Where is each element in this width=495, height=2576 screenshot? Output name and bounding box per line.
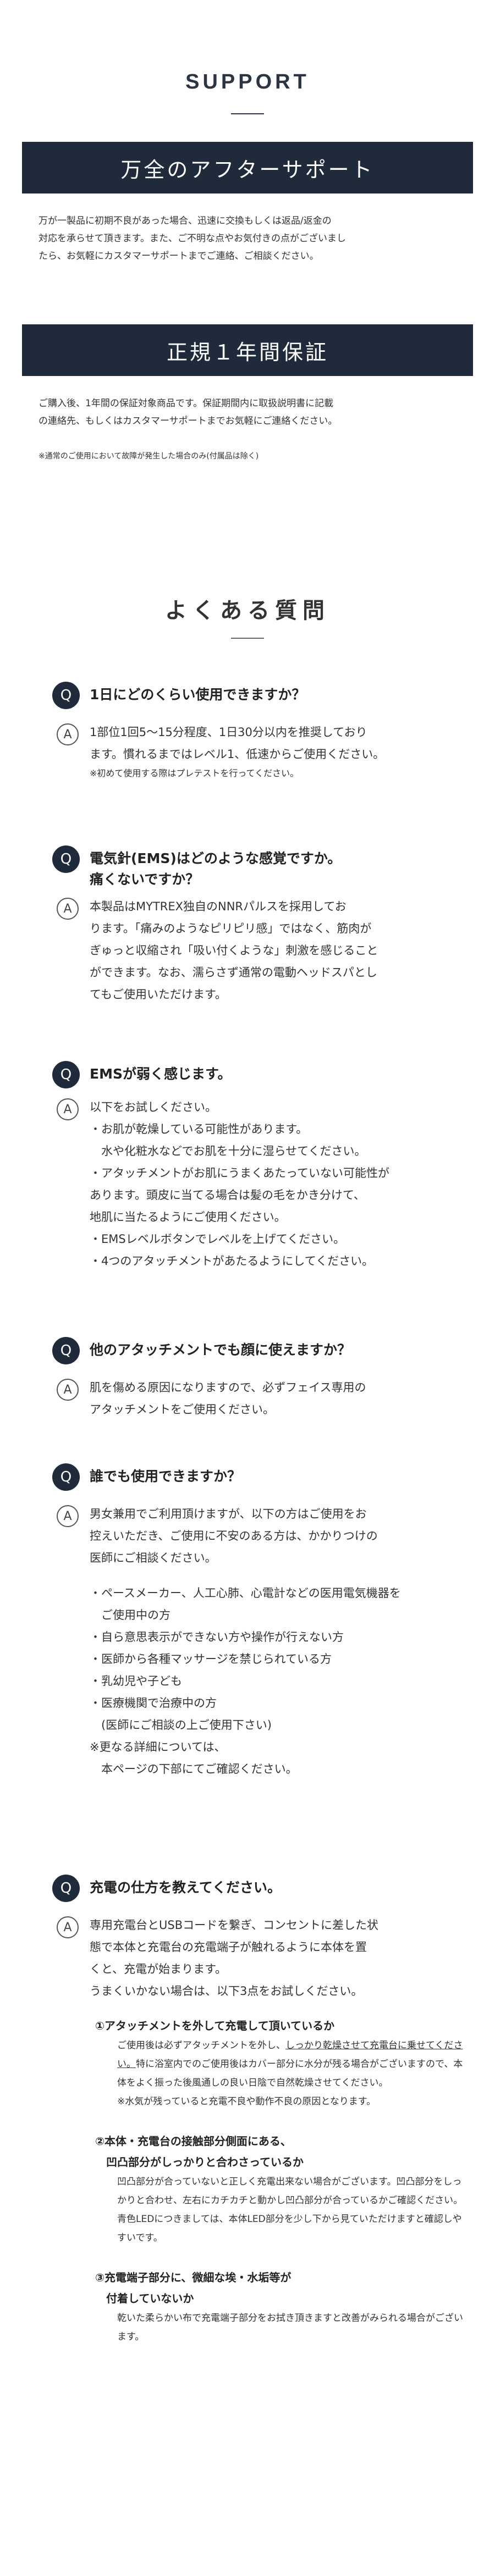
answer-mark-icon: A	[57, 1916, 79, 1938]
answer-text: 専用充電台とUSBコードを繋ぎ、コンセントに差した状	[90, 1919, 379, 1932]
question-text: 他のアタッチメントでも顔に使えますか？	[90, 1342, 351, 1358]
support-title-underline	[231, 113, 264, 114]
answer-list-item: ご使用中の方	[90, 1608, 170, 1622]
answer-list-item: (医師にご相談の上ご使用下さい)	[90, 1718, 272, 1732]
question-text: 1日にどのくらい使用できますか？	[90, 687, 306, 703]
faq-answer: A 本製品はMYTREX独自のNNRパルスを採用してお ります。「痛みのようなピ…	[52, 895, 470, 1005]
tip-body: 凹凸部分が合っていないと正しく充電出来ない場合がございます。凹凸部分をしっかりと…	[117, 2176, 463, 2243]
after-support-heading: 万全のアフターサポート	[120, 157, 375, 182]
faq-title: よくある質問	[165, 598, 330, 623]
tip-body: 乾いた柔らかい布で充電端子部分をお拭き頂きますと改善がみられる場合がございます。	[117, 2313, 463, 2342]
warranty-line: ご購入後、1年間の保証対象商品です。保証期間内に取扱説明書に記載	[38, 398, 334, 409]
question-mark-icon: Q	[52, 1337, 80, 1364]
answer-list-item: ・医療機関で治療中の方	[90, 1696, 217, 1710]
warranty-banner: 正規１年間保証	[22, 324, 473, 376]
faq-answer: A 以下をお試しください。 ・お肌が乾燥している可能性があります。 水や化粧水な…	[52, 1096, 470, 1272]
answer-mark-icon: A	[57, 723, 79, 745]
tip-body: ご使用後は必ずアタッチメントを外し、しっかり乾燥させて充電台に乗せてください。特…	[90, 2036, 470, 2111]
question-text: EMSが弱く感じます。	[90, 1066, 232, 1082]
answer-list-item: 本ページの下部にてご確認ください。	[90, 1762, 298, 1776]
faq-item: Q 充電の仕方を教えてください。 A 専用充電台とUSBコードを繋ぎ、コンセント…	[52, 1875, 470, 2346]
answer-text: 地肌に当たるようにご使用ください。	[90, 1210, 286, 1224]
tip-heading: ③充電端子部分に、微細な埃・水垢等が 付着していないか	[95, 2271, 292, 2305]
faq-question[interactable]: Q EMSが弱く感じます。	[52, 1061, 470, 1088]
answer-text: 1部位1回5～15分程度、1日30分以内を推奨しており	[90, 726, 367, 739]
answer-text: 以下をお試しください。	[90, 1101, 217, 1114]
question-mark-icon: Q	[52, 1463, 80, 1491]
warranty-text: ご購入後、1年間の保証対象商品です。保証期間内に取扱説明書に記載 の連絡先、もし…	[38, 395, 468, 430]
warranty-heading: 正規１年間保証	[166, 340, 328, 364]
answer-mark-icon: A	[57, 1379, 79, 1401]
answer-list-item: ・乳幼児や子ども	[90, 1674, 182, 1688]
after-support-banner: 万全のアフターサポート	[22, 142, 473, 194]
answer-text: ・お肌が乾燥している可能性があります。	[90, 1123, 308, 1136]
question-mark-icon: Q	[52, 845, 80, 873]
warranty-line: の連絡先、もしくはカスタマーサポートまでお気軽にご連絡ください。	[38, 416, 338, 427]
question-mark-icon: Q	[52, 682, 80, 709]
answer-list-item: ・ペースメーカー、人工心肺、心電計などの医用電気機器を	[90, 1586, 401, 1600]
faq-title-underline	[231, 638, 264, 639]
faq-question[interactable]: Q 電気針(EMS)はどのような感覚ですか。 痛くないですか？	[52, 845, 470, 890]
question-mark-icon: Q	[52, 1061, 80, 1088]
answer-text: ます。慣れるまではレベル1、低速からご使用ください。	[90, 748, 385, 761]
answer-text: うまくいかない場合は、以下3点をお試しください。	[90, 1984, 363, 1998]
answer-text: ぎゅっと収縮され「吸い付くような」刺激を感じること	[90, 944, 378, 957]
faq-item: Q EMSが弱く感じます。 A 以下をお試しください。 ・お肌が乾燥している可能…	[52, 1061, 470, 1272]
answer-text: 水や化粧水などでお肌を十分に湿らせてください。	[90, 1145, 366, 1158]
answer-text: 肌を傷める原因になりますので、必ずフェイス専用の	[90, 1381, 366, 1394]
answer-text: 医師にご相談ください。	[90, 1551, 217, 1565]
after-support-line: たら、お気軽にカスタマーサポートまでご連絡、ご相談ください。	[38, 251, 319, 262]
answer-list-item: ・自ら意思表示ができない方や操作が行えない方	[90, 1630, 344, 1644]
faq-question[interactable]: Q 1日にどのくらい使用できますか？	[52, 682, 470, 709]
question-text: 誰でも使用できますか？	[90, 1468, 241, 1484]
faq-item: Q 電気針(EMS)はどのような感覚ですか。 痛くないですか？ A 本製品はMY…	[52, 845, 470, 1005]
answer-mark-icon: A	[57, 1098, 79, 1120]
after-support-text: 万が一製品に初期不良があった場合、迅速に交換もしくは返品/返金の 対応を承らせて…	[38, 212, 468, 265]
after-support-line: 万が一製品に初期不良があった場合、迅速に交換もしくは返品/返金の	[38, 215, 332, 226]
answer-mark-icon: A	[57, 1505, 79, 1527]
answer-text: アタッチメントをご使用ください。	[90, 1403, 274, 1416]
answer-text: てもご使用いただけます。	[90, 988, 227, 1001]
answer-list-item: ※更なる詳細については、	[90, 1740, 226, 1754]
faq-item: Q 他のアタッチメントでも顔に使えますか？ A 肌を傷める原因になりますので、必…	[52, 1337, 470, 1420]
faq-answer: A 専用充電台とUSBコードを繋ぎ、コンセントに差した状 態で本体と充電台の充電…	[52, 1914, 470, 2346]
faq-item: Q 1日にどのくらい使用できますか？ A 1部位1回5～15分程度、1日30分以…	[52, 682, 470, 782]
faq-question[interactable]: Q 他のアタッチメントでも顔に使えますか？	[52, 1337, 470, 1364]
answer-text: 控えいただき、ご使用に不安のある方は、かかりつけの	[90, 1529, 378, 1543]
question-mark-icon: Q	[52, 1875, 80, 1902]
answer-text: ・アタッチメントがお肌にうまくあたっていない可能性が	[90, 1167, 389, 1180]
faq-answer: A 男女兼用でご利用頂けますが、以下の方はご使用をお 控えいただき、ご使用に不安…	[52, 1503, 470, 1780]
tip-heading: ②本体・充電台の接触部分側面にある、 凹凸部分がしっかりと合わさっているか	[95, 2135, 304, 2169]
question-text: 痛くないですか？	[90, 871, 200, 887]
faq-answer: A 肌を傷める原因になりますので、必ずフェイス専用の アタッチメントをご使用くだ…	[52, 1377, 470, 1420]
answer-text: ができます。なお、濡らさず通常の電動ヘッドスパとし	[90, 966, 377, 979]
support-title: SUPPORT	[185, 70, 310, 93]
faq-question[interactable]: Q 充電の仕方を教えてください。	[52, 1875, 470, 1902]
answer-text: 本製品はMYTREX独自のNNRパルスを採用してお	[90, 900, 346, 913]
answer-text: 態で本体と充電台の充電端子が触れるように本体を置	[90, 1941, 367, 1954]
faq-answer: A 1部位1回5～15分程度、1日30分以内を推奨しており ます。慣れるまではレ…	[52, 721, 470, 782]
tip-heading: ①アタッチメントを外して充電して頂いているか	[95, 2019, 335, 2032]
answer-mark-icon: A	[57, 898, 79, 920]
answer-text: 男女兼用でご利用頂けますが、以下の方はご使用をお	[90, 1507, 367, 1521]
faq-question[interactable]: Q 誰でも使用できますか？	[52, 1463, 470, 1491]
warranty-note: ※通常のご使用において故障が発生した場合のみ(付属品は除く)	[38, 452, 259, 461]
tip-note: ※水気が残っていると充電不良や動作不良の原因となります。	[117, 2096, 376, 2107]
question-text: 電気針(EMS)はどのような感覚ですか。	[90, 850, 342, 866]
after-support-line: 対応を承らせて頂きます。また、ご不明な点やお気付きの点がございまし	[38, 233, 346, 244]
faq-item: Q 誰でも使用できますか？ A 男女兼用でご利用頂けますが、以下の方はご使用をお…	[52, 1463, 470, 1780]
question-text: 充電の仕方を教えてください。	[90, 1880, 282, 1895]
answer-note: ※初めて使用する際はプレテストを行ってください。	[90, 768, 299, 778]
answer-text: ります。「痛みのようなピリピリ感」ではなく、筋肉が	[90, 922, 372, 935]
answer-text: あります。頭皮に当てる場合は髪の毛をかき分けて、	[90, 1189, 365, 1202]
answer-list-item: ・医師から各種マッサージを禁じられている方	[90, 1652, 332, 1666]
answer-text: ・EMSレベルボタンでレベルを上げてください。	[90, 1232, 345, 1246]
answer-text: くと、充電が始まります。	[90, 1963, 227, 1976]
answer-text: ・4つのアタッチメントがあたるようにしてください。	[90, 1254, 374, 1268]
